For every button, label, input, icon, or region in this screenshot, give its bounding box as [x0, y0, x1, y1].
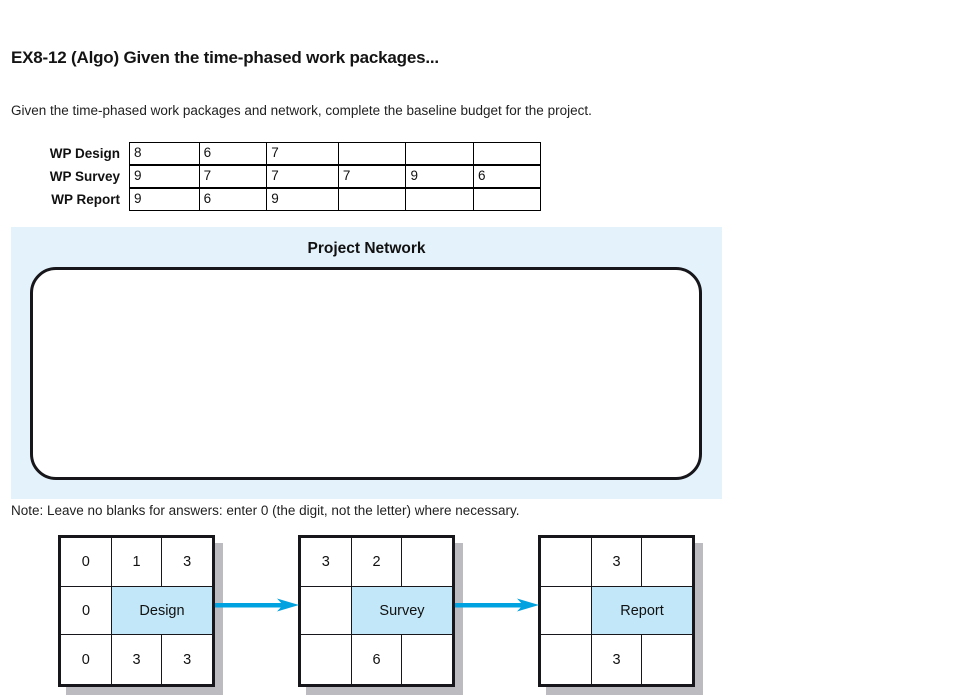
note-text: Note: Leave no blanks for answers: enter… — [11, 503, 520, 518]
wp-report-cell-2[interactable]: 6 — [198, 188, 268, 211]
arrow-design-to-survey-icon — [215, 598, 299, 612]
table-row: WP Design 8 6 7 — [11, 142, 542, 165]
report-late-finish — [642, 635, 693, 685]
wp-survey-cell-1[interactable]: 9 — [129, 165, 200, 188]
design-late-start: 0 — [61, 635, 112, 685]
report-slack-bottom: 3 — [591, 635, 643, 685]
row-label-wp-design: WP Design — [49, 146, 120, 161]
wp-survey-cell-4[interactable]: 7 — [337, 165, 407, 188]
table-row: WP Survey 9 7 7 7 9 6 — [11, 165, 542, 188]
survey-late-finish — [402, 635, 453, 685]
node-row-bottom: 0 3 3 — [61, 635, 213, 685]
node-row-bottom: 6 — [301, 635, 453, 685]
node-row-middle: Report — [541, 586, 692, 636]
report-early-finish — [642, 538, 693, 587]
wp-report-cell-4[interactable] — [337, 188, 407, 211]
node-row-middle: Survey — [301, 586, 452, 636]
wp-survey-cell-3[interactable]: 7 — [266, 165, 340, 188]
wp-survey-cell-5[interactable]: 9 — [405, 165, 475, 188]
intro-text: Given the time-phased work packages and … — [11, 103, 592, 118]
survey-duration: 2 — [351, 538, 403, 587]
wp-design-cell-2[interactable]: 6 — [198, 142, 268, 165]
node-row-middle: 0 Design — [61, 586, 212, 636]
node-row-top: 3 — [541, 538, 693, 587]
table-row: WP Report 9 6 9 — [11, 188, 542, 211]
survey-late-start — [301, 635, 352, 685]
design-duration: 1 — [111, 538, 163, 587]
design-activity-name: Design — [112, 586, 212, 636]
row-cells-wp-design: 8 6 7 — [129, 142, 542, 165]
page-title: EX8-12 (Algo) Given the time-phased work… — [11, 48, 439, 67]
node-row-top: 3 2 — [301, 538, 453, 587]
work-package-table: WP Design 8 6 7 WP Survey 9 7 7 7 9 6 WP… — [11, 142, 542, 211]
wp-design-cell-1[interactable]: 8 — [129, 142, 200, 165]
node-row-bottom: 3 — [541, 635, 693, 685]
wp-survey-cell-6[interactable]: 6 — [473, 165, 542, 188]
row-cells-wp-report: 9 6 9 — [129, 188, 542, 211]
project-network-panel: Project Network 0 1 3 0 Design 0 3 3 — [11, 227, 722, 695]
project-network-frame — [30, 267, 702, 480]
design-early-finish: 3 — [162, 538, 213, 587]
arrow-survey-to-report-icon — [455, 598, 539, 612]
report-early-start — [541, 538, 592, 587]
wp-design-cell-3[interactable]: 7 — [266, 142, 340, 165]
activity-node-design: 0 1 3 0 Design 0 3 3 — [58, 535, 223, 695]
design-early-start: 0 — [61, 538, 112, 587]
node-row-top: 0 1 3 — [61, 538, 213, 587]
wp-report-cell-6[interactable] — [473, 188, 542, 211]
row-label-wp-report: WP Report — [51, 192, 120, 207]
survey-slack-bottom: 6 — [351, 635, 403, 685]
wp-report-cell-5[interactable] — [405, 188, 475, 211]
project-network-title: Project Network — [307, 240, 426, 257]
node-grid-report: 3 Report 3 — [538, 535, 695, 687]
report-late-start — [541, 635, 592, 685]
survey-early-start: 3 — [301, 538, 352, 587]
design-slack-bottom: 3 — [111, 635, 163, 685]
wp-design-cell-6[interactable] — [473, 142, 542, 165]
survey-slack — [301, 586, 352, 636]
report-slack — [541, 586, 592, 636]
node-grid-design: 0 1 3 0 Design 0 3 3 — [58, 535, 215, 687]
report-duration: 3 — [591, 538, 643, 587]
design-late-finish: 3 — [162, 635, 213, 685]
activity-node-report: 3 Report 3 — [538, 535, 703, 695]
activity-node-survey: 3 2 Survey 6 — [298, 535, 463, 695]
wp-design-cell-4[interactable] — [337, 142, 407, 165]
wp-report-cell-1[interactable]: 9 — [129, 188, 200, 211]
row-label-wp-survey: WP Survey — [49, 169, 120, 184]
report-activity-name: Report — [592, 586, 692, 636]
survey-activity-name: Survey — [352, 586, 452, 636]
wp-report-cell-3[interactable]: 9 — [266, 188, 340, 211]
wp-survey-cell-2[interactable]: 7 — [198, 165, 268, 188]
node-grid-survey: 3 2 Survey 6 — [298, 535, 455, 687]
row-cells-wp-survey: 9 7 7 7 9 6 — [129, 165, 542, 188]
survey-early-finish — [402, 538, 453, 587]
design-slack: 0 — [61, 586, 112, 636]
wp-design-cell-5[interactable] — [405, 142, 475, 165]
